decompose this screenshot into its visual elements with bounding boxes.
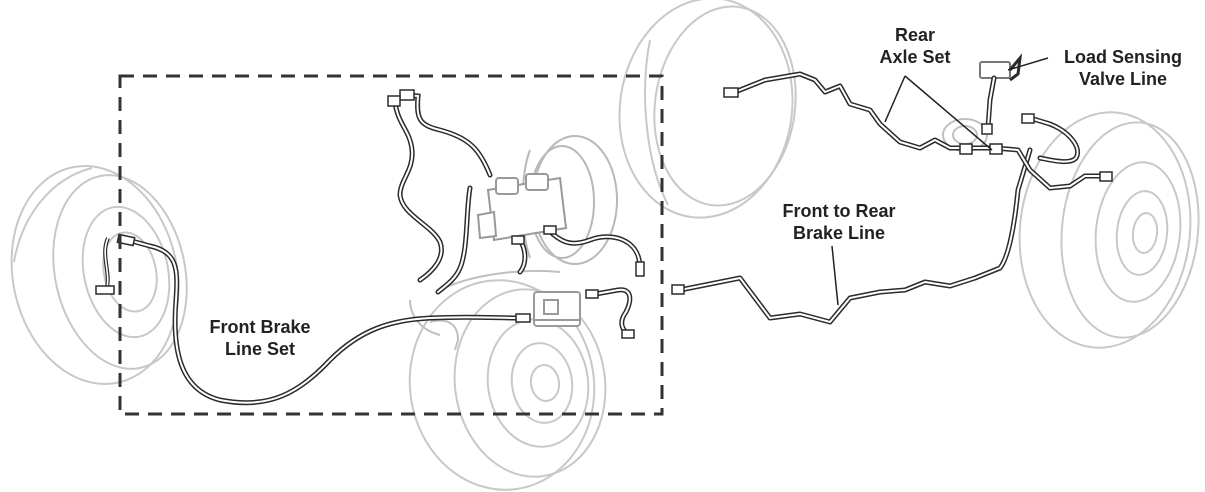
rear-axle-set	[723, 71, 1113, 191]
load-sensing-valve	[979, 61, 1011, 79]
rear-left-tire	[618, 0, 797, 219]
front-brake-line-set	[95, 233, 531, 406]
front-to-rear-brake-line	[671, 147, 1033, 325]
callout-rear-axle-left	[884, 75, 906, 123]
callout-front-to-rear	[831, 245, 839, 306]
rear-axle-set-label: Rear Axle Set	[879, 25, 951, 67]
master-cylinder-lines	[387, 89, 645, 339]
load-sensing-valve-line	[981, 53, 1023, 135]
front-left-tire	[10, 165, 188, 385]
front-right-tire	[408, 279, 607, 491]
load-sensing-valve-line-label: Load Sensing Valve Line	[1063, 47, 1182, 89]
callout-rear-axle-right	[904, 75, 993, 151]
master-cylinder	[476, 173, 568, 242]
callout-lines	[831, 57, 1049, 306]
combination-valve	[533, 291, 581, 327]
rear-right-tire	[1018, 111, 1200, 349]
callout-load-sensing	[1007, 57, 1049, 71]
front-brake-line-set-label: Front Brake Line Set	[209, 317, 311, 359]
front-brake-area-dashed-box	[118, 74, 664, 416]
front-to-rear-brake-line-label: Front to Rear Brake Line	[782, 201, 896, 243]
